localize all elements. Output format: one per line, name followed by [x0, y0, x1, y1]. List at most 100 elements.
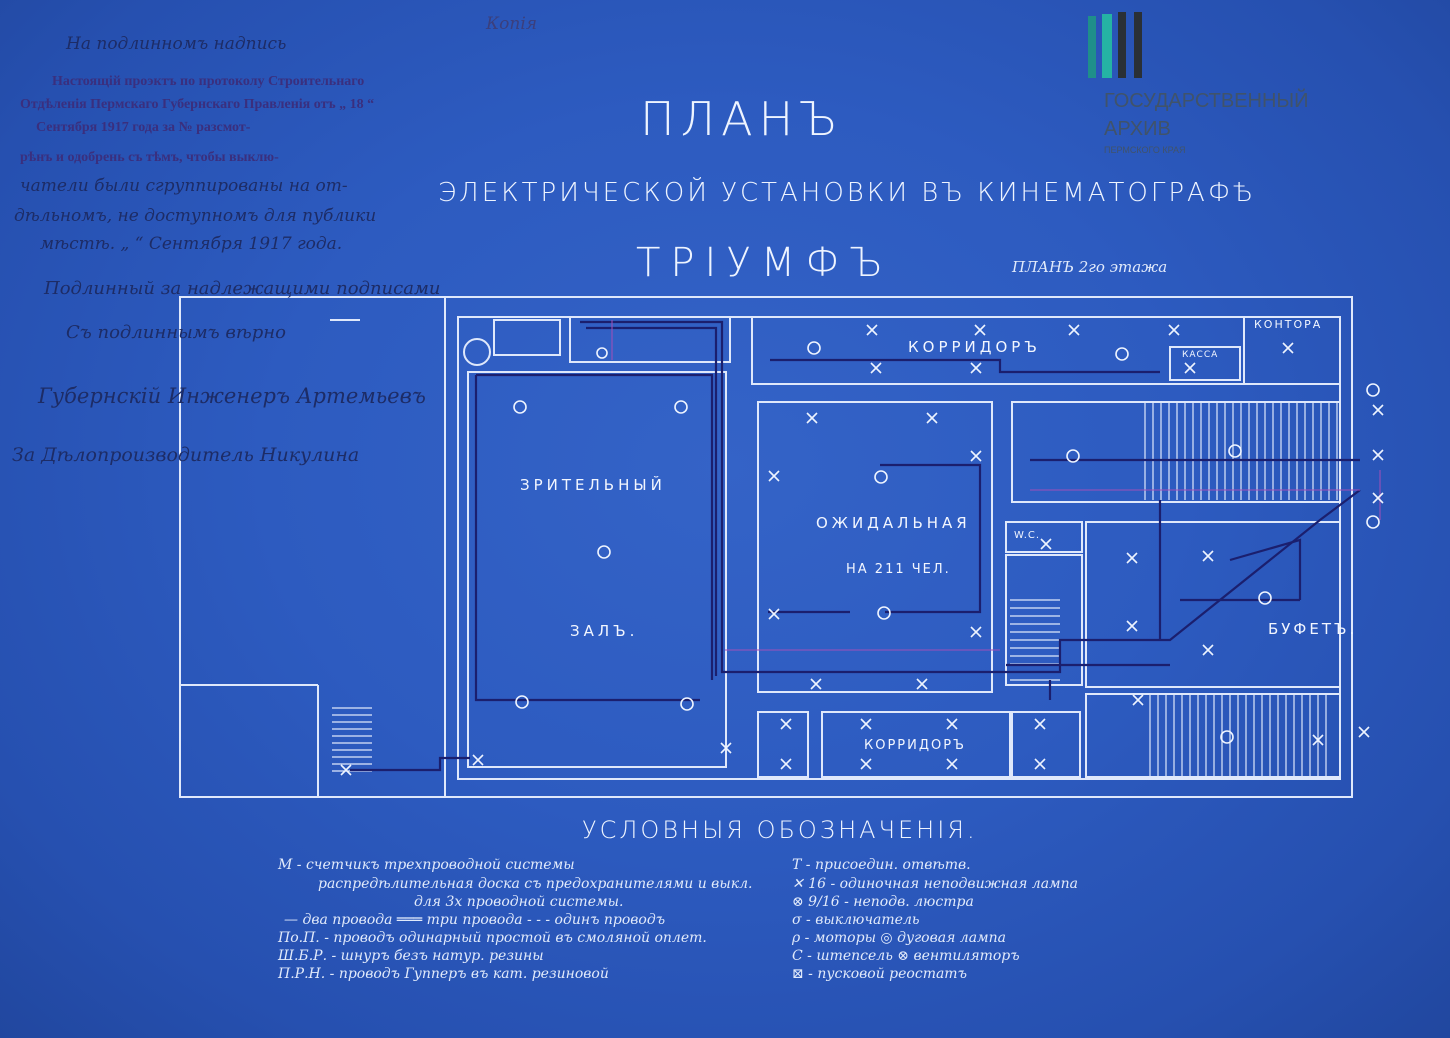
lamp-cross-mark	[1034, 758, 1046, 770]
legend-item: ⊠ - пусковой реостатъ	[792, 966, 967, 982]
lamp-cross-mark	[1202, 550, 1214, 562]
room-label-auditorium: ЗАЛЪ.	[570, 622, 639, 640]
stairs-room-wall	[1011, 401, 1341, 503]
legend-item: для 3х проводной системы.	[414, 894, 624, 910]
legend-item: σ - выключатель	[792, 912, 920, 928]
stamp-line: Сентября 1917 года за № разсмот-	[36, 120, 251, 135]
lamp-cross-mark	[780, 758, 792, 770]
lamp-cross-mark	[768, 470, 780, 482]
annotation-line: чатели были сгруппированы на от-	[20, 176, 348, 196]
lamp-cross-mark	[946, 758, 958, 770]
lamp-cross-mark	[1202, 644, 1214, 656]
stamp-line: Отдѣленія Пермскаго Губернскаго Правлені…	[20, 97, 375, 112]
legend-item: М - счетчикъ трехпроводной системы	[278, 857, 575, 873]
legend-item: Ш.Б.Р. - шнуръ безъ натур. резины	[278, 948, 544, 964]
floor-label: ПЛАНЪ 2го этажа	[1012, 258, 1168, 276]
lamp-cross-mark	[1372, 492, 1384, 504]
archive-name: ГОСУДАРСТВЕННЫЙ	[1104, 90, 1309, 112]
lamp-cross-mark	[1126, 620, 1138, 632]
room-label-wc: W.C.	[1014, 530, 1041, 541]
lamp-cross-mark	[1282, 342, 1294, 354]
legend-item: ρ - моторы ◎ дуговая лампа	[792, 930, 1007, 946]
signature-line: Губернскій Инженеръ Артемьевъ	[38, 384, 426, 408]
stair-hatching	[332, 402, 1338, 777]
lamp-cross-mark	[926, 412, 938, 424]
annotation-line: мѣстѣ. „ “ Сентября 1917 года.	[40, 234, 343, 254]
lamp-cross-mark	[860, 718, 872, 730]
lamp-cross-mark	[1126, 552, 1138, 564]
room-label-office: КОНТОРА	[1254, 318, 1323, 331]
legend-heading: УСЛОВНЫЯ ОБОЗНАЧЕНІЯ.	[582, 816, 978, 844]
room-label-corridor: КОРРИДОРЪ	[864, 738, 966, 753]
room-label-waiting: ОЖИДАЛЬНАЯ	[816, 514, 971, 532]
room-label-buffet: БУФЕТЪ.	[1268, 620, 1358, 638]
outer-wall	[179, 296, 1353, 798]
annotation-line: дѣльномъ, не доступномъ для публики	[14, 206, 377, 226]
room-label-capacity: НА 211 ЧЕЛ.	[846, 562, 951, 577]
lamp-cross-mark	[1312, 734, 1324, 746]
legend-item: ✕ 16 - одиночная неподвижная лампа	[792, 876, 1079, 892]
lamp-cross-mark	[1034, 718, 1046, 730]
annotation-line: Съ подлиннымъ вѣрно	[66, 322, 286, 343]
kassa-wall	[1169, 346, 1241, 381]
lamp-cross-mark	[1372, 404, 1384, 416]
stamp-line: Настоящій проэктъ по протоколу Строитель…	[52, 74, 365, 89]
annotation-line: Подлинный за надлежащими подписами	[44, 278, 441, 299]
legend-item: ⊗ 9/16 - неподв. люстра	[792, 894, 974, 910]
plan-title: ПЛАНЪ	[640, 92, 844, 146]
lamp-cross-mark	[768, 608, 780, 620]
lamp-cross-mark	[866, 324, 878, 336]
lamp-cross-mark	[1132, 694, 1144, 706]
legend-item: По.П. - проводъ одинарный простой въ смо…	[278, 930, 707, 946]
lamp-cross-mark	[946, 718, 958, 730]
lamp-cross-mark	[810, 678, 822, 690]
annotation-line: На подлинномъ надпись	[66, 34, 287, 54]
lamp-cross-mark	[970, 362, 982, 374]
lamp-cross-mark	[970, 626, 982, 638]
lamp-cross-mark	[1168, 324, 1180, 336]
lamp-cross-mark	[1358, 726, 1370, 738]
corridor-bottom-wall	[821, 711, 1011, 778]
lamp-cross-mark	[340, 764, 352, 776]
wiring-lines	[350, 320, 1361, 772]
room-label-auditorium: ЗРИТЕЛЬНЫЙ	[520, 476, 666, 494]
copy-mark: Копія	[486, 14, 538, 34]
buffet-wall	[1085, 521, 1341, 688]
wc-wall	[1005, 521, 1083, 553]
lamp-cross-mark	[472, 754, 484, 766]
pencil-lines	[611, 320, 1381, 651]
archive-name: АРХИВ	[1104, 118, 1171, 140]
office-wall	[1243, 316, 1341, 385]
auditorium-wall	[467, 371, 727, 768]
lamp-cross-mark	[1184, 362, 1196, 374]
lamp-cross-mark	[916, 678, 928, 690]
inner-wall	[457, 316, 1341, 780]
lamp-cross-mark	[806, 412, 818, 424]
room-label-kassa: КАССА	[1182, 350, 1219, 360]
waiting-room-wall	[757, 401, 993, 693]
fixtures	[513, 341, 1380, 744]
lamp-cross-mark	[970, 450, 982, 462]
lamp-cross-mark	[1372, 449, 1384, 461]
legend-item: — два провода ═══ три провода - - - один…	[284, 912, 666, 928]
lamp-cross-mark	[870, 362, 882, 374]
lamp-cross-mark	[780, 718, 792, 730]
lamp-cross-mark	[1040, 538, 1052, 550]
lamp-cross-mark	[720, 742, 732, 754]
lamp-cross-mark	[974, 324, 986, 336]
lamp-cross-mark	[1068, 324, 1080, 336]
legend-item: распредѣлительная доска съ предохранител…	[318, 876, 753, 892]
archive-logo-icon	[1088, 12, 1142, 78]
stamp-line: рѣнъ и одобрень съ тѣмъ, чтобы выклю-	[20, 150, 279, 165]
plan-subtitle: ЭЛЕКТРИЧЕСКОЙ УСТАНОВКИ ВЪ КИНЕМАТОГРАФѢ	[438, 178, 1257, 208]
lamp-cross-mark	[860, 758, 872, 770]
legend-item: Т - присоедин. отвѣтв.	[792, 857, 971, 873]
cinema-name: ТРІУМФЪ	[636, 240, 893, 286]
room-label-corridor: КОРРИДОРЪ	[908, 338, 1041, 356]
legend-item: С - штепсель ⊗ вентиляторъ	[792, 948, 1020, 964]
legend-item: П.Р.Н. - проводъ Гупперъ въ кат. резинов…	[278, 966, 609, 982]
archive-region: ПЕРМСКОГО КРАЯ	[1104, 145, 1186, 155]
lamp-crosses	[340, 324, 1384, 776]
